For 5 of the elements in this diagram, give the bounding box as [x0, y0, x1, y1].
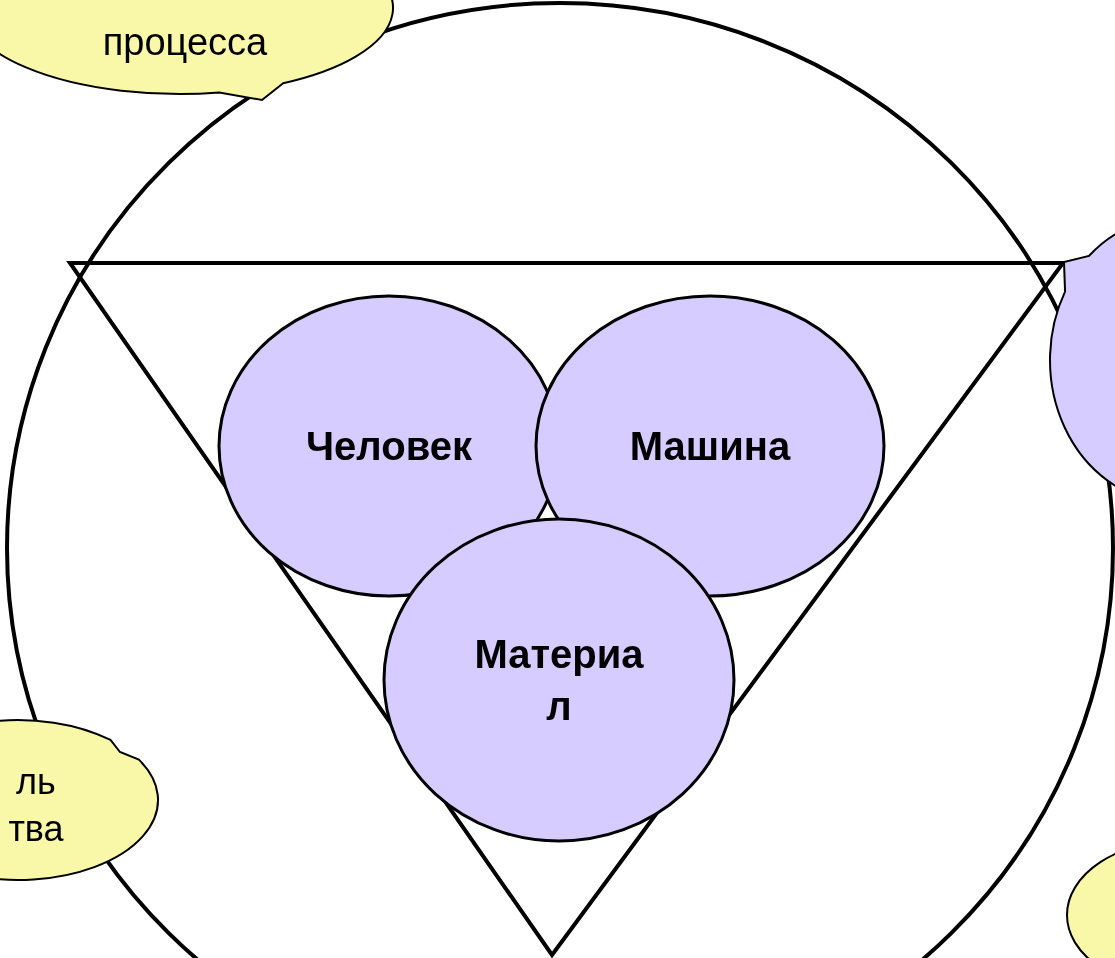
callout-text: ль тва: [7, 760, 65, 851]
node-label: Человек: [305, 423, 473, 470]
callout-text: процесса: [101, 19, 269, 65]
node-label: Материа л: [473, 631, 645, 730]
node-label: Машина: [628, 423, 792, 470]
